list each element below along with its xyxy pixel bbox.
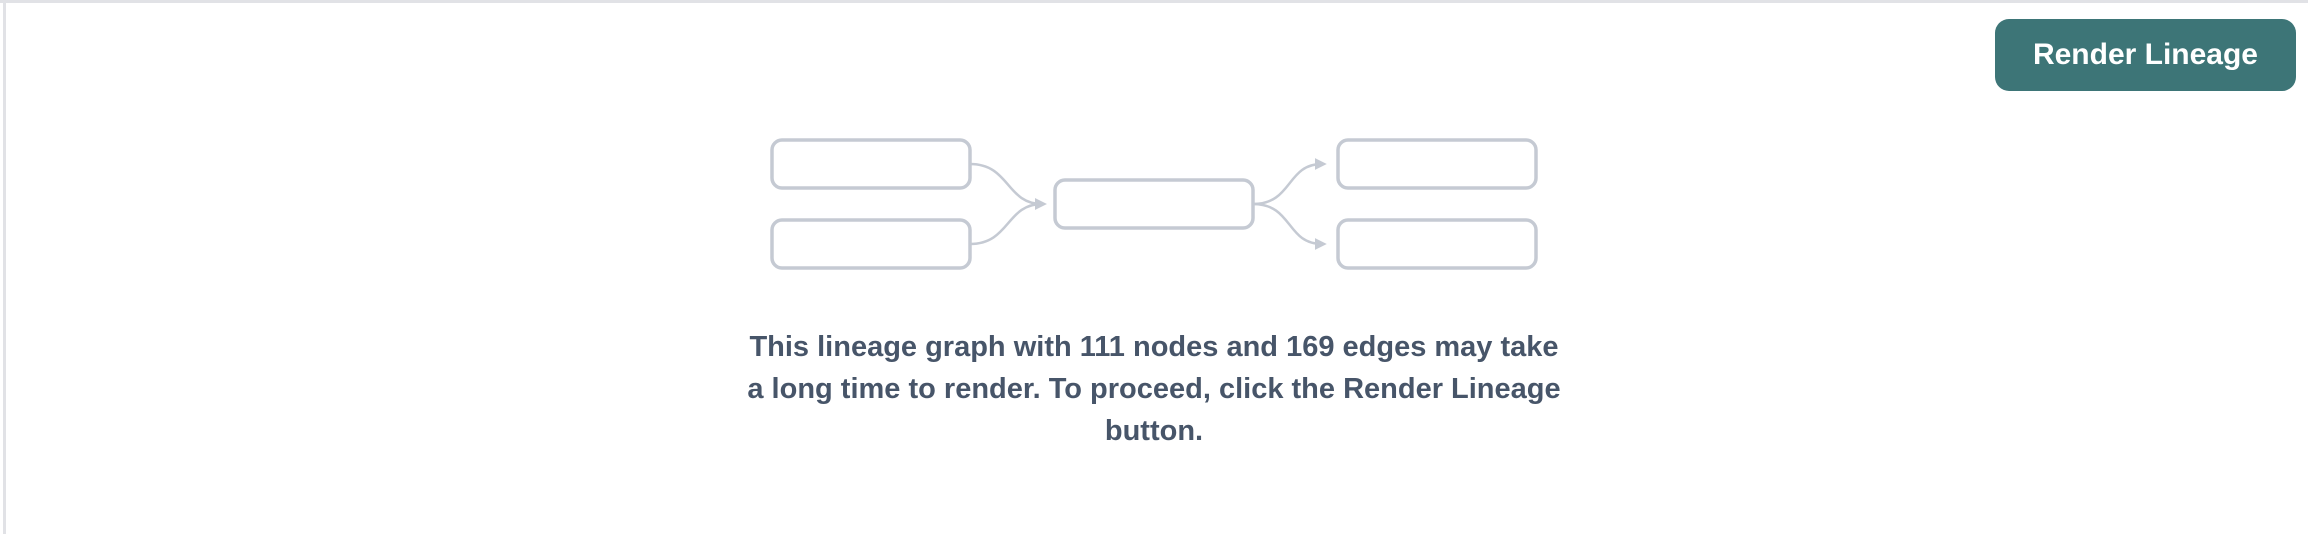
graph-node-box bbox=[770, 138, 972, 190]
graph-edge-arrow bbox=[969, 162, 1047, 210]
graph-node-box bbox=[1336, 138, 1538, 190]
render-warning-line: a long time to render. To proceed, click… bbox=[747, 373, 1561, 405]
graph-edge-arrow bbox=[1252, 202, 1327, 250]
panel-left-divider bbox=[3, 3, 6, 534]
graph-node-box bbox=[1336, 218, 1538, 270]
lineage-graph-placeholder-icon bbox=[770, 138, 1538, 270]
render-lineage-button[interactable]: Render Lineage bbox=[1994, 19, 2296, 91]
graph-edge-arrow bbox=[969, 198, 1047, 246]
render-warning-line: This lineage graph with 111 nodes and 16… bbox=[749, 331, 1559, 363]
graph-edge-arrow bbox=[1252, 158, 1327, 206]
render-warning-line: button. bbox=[1104, 415, 1204, 447]
lineage-placeholder-content: This lineage graph with 111 nodes and 16… bbox=[0, 136, 2308, 452]
panel-top-divider bbox=[0, 0, 2308, 3]
graph-node-box bbox=[770, 218, 972, 270]
graph-node-box bbox=[1053, 178, 1255, 230]
render-warning-message: This lineage graph with 111 nodes and 16… bbox=[747, 326, 1560, 452]
